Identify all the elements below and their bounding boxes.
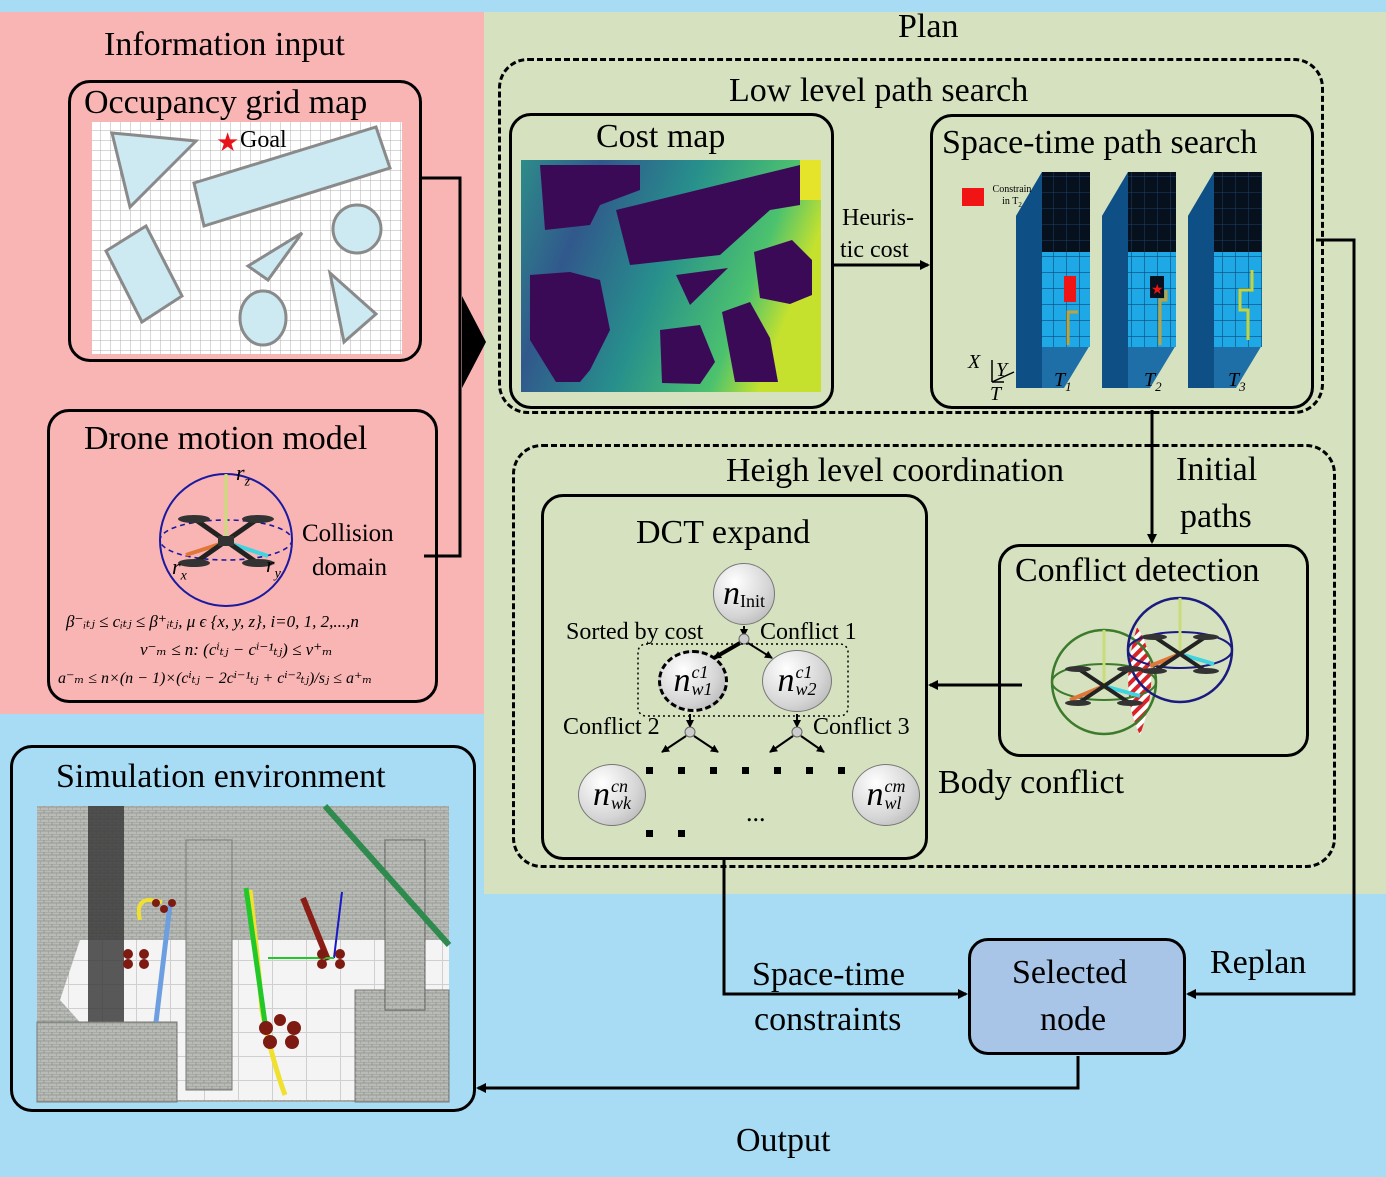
initial-paths-label-1: Initial bbox=[1176, 451, 1258, 488]
cost-map-box bbox=[509, 113, 834, 409]
selected-node-box bbox=[968, 938, 1186, 1055]
collision-domain-label-2: domain bbox=[312, 554, 387, 581]
equation-2: v⁻ₘ ≤ n: (cⁱₜⱼ − cⁱ⁻¹ₜⱼ) ≤ v⁺ₘ bbox=[140, 640, 333, 659]
output-label: Output bbox=[736, 1122, 831, 1159]
equation-3: a⁻ₘ ≤ n×(n − 1)×(cⁱₜⱼ − 2cⁱ⁻¹ₜⱼ + cⁱ⁻²ₜⱼ… bbox=[58, 670, 373, 687]
selected-node-label-1: Selected bbox=[1012, 954, 1128, 991]
conflict-1-label: Conflict 1 bbox=[760, 619, 857, 645]
axis-t-label: T bbox=[990, 383, 1002, 405]
low-level-search-frame bbox=[498, 58, 1324, 414]
cost-map-title: Cost map bbox=[596, 118, 726, 155]
conflict-2-label: Conflict 2 bbox=[563, 714, 660, 740]
space-time-constraints-label-1: Space-time bbox=[752, 956, 905, 993]
t1-label: T1 bbox=[1054, 369, 1072, 394]
constrain-label: Constrain in T2 bbox=[992, 184, 1032, 209]
conflict-detection-title: Conflict detection bbox=[1015, 552, 1260, 589]
space-time-title: Space-time path search bbox=[942, 124, 1258, 161]
dct-expand-title: DCT expand bbox=[636, 514, 811, 551]
goal-label: Goal bbox=[240, 127, 287, 153]
t2-label: T2 bbox=[1144, 369, 1162, 394]
dct-ellipsis: ... bbox=[746, 798, 766, 827]
initial-paths-label-2: paths bbox=[1180, 498, 1252, 535]
heuristic-cost-label-2: tic cost bbox=[840, 237, 909, 263]
axis-x-label: X bbox=[968, 351, 981, 373]
replan-label: Replan bbox=[1210, 944, 1307, 981]
drone-motion-title: Drone motion model bbox=[84, 420, 368, 457]
information-input-label: Information input bbox=[104, 26, 345, 63]
rz-label: rz bbox=[236, 460, 251, 490]
occupancy-grid-box bbox=[68, 80, 422, 362]
heuristic-cost-label-1: Heuris- bbox=[842, 205, 914, 231]
low-level-title: Low level path search bbox=[729, 72, 1029, 109]
t3-label: T3 bbox=[1228, 369, 1246, 394]
equation-1: β⁻ᵢₜⱼ ≤ cᵢₜⱼ ≤ β⁺ᵢₜⱼ, μ ϵ {x, y, z}, i=0… bbox=[66, 612, 359, 631]
rx-label: rx bbox=[172, 554, 187, 584]
simulation-box bbox=[10, 745, 476, 1112]
space-time-constraints-label-2: constraints bbox=[754, 1001, 902, 1038]
collision-domain-label-1: Collision bbox=[302, 520, 394, 547]
goal-star-icon: ★ bbox=[216, 128, 240, 157]
conflict-3-label: Conflict 3 bbox=[813, 714, 910, 740]
sorted-by-cost-label: Sorted by cost bbox=[566, 619, 704, 645]
simulation-title: Simulation environment bbox=[56, 758, 386, 795]
dct-expand-box bbox=[541, 494, 928, 860]
selected-node-label-2: node bbox=[1040, 1001, 1107, 1038]
body-conflict-label: Body conflict bbox=[938, 764, 1125, 801]
ry-label: ry bbox=[266, 552, 281, 582]
occupancy-grid-title: Occupancy grid map bbox=[84, 84, 368, 121]
axis-y-label: Y bbox=[996, 359, 1008, 381]
plan-label: Plan bbox=[898, 8, 959, 45]
high-level-title: Heigh level coordination bbox=[726, 452, 1065, 489]
